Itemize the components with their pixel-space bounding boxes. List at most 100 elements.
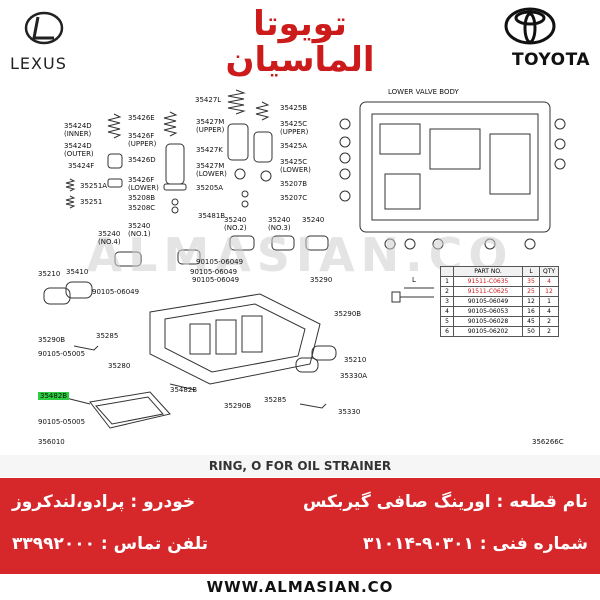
- table-cell: 1: [440, 276, 454, 287]
- callout: 90105-06049: [192, 276, 240, 284]
- table-cell: 3: [440, 296, 454, 307]
- table-cell: 12: [522, 296, 540, 307]
- callout: 35426E: [128, 114, 155, 122]
- parts-diagram: ALMASIAN.CO LOWER VALVE BODY 35427L 3542…: [0, 84, 600, 454]
- table-header-row: PART NO. L QTY: [440, 266, 559, 277]
- callout: 35330: [338, 408, 361, 416]
- callout: 35290B: [224, 402, 252, 410]
- callout: 35285: [264, 396, 287, 404]
- table-cell: 45: [522, 316, 540, 327]
- callout: 35210: [38, 270, 61, 278]
- callout: 90105-06049: [196, 258, 244, 266]
- callout: 35251A: [80, 182, 108, 190]
- callout: 35251: [80, 198, 103, 206]
- table-cell: 2: [539, 326, 559, 337]
- callout: 35427M (LOWER): [196, 162, 227, 178]
- callout: 35425B: [280, 104, 308, 112]
- lexus-wordmark: LEXUS: [10, 54, 67, 73]
- phone: تلفن تماس : ۳۳۹۹۲۰۰۰: [12, 534, 209, 554]
- callout: 35240 (NO.1): [128, 222, 151, 238]
- table-cell: 91511-C0625: [453, 286, 523, 297]
- callout: 35208C: [128, 204, 156, 212]
- table-cell: 4: [539, 306, 559, 317]
- part-name: نام قطعه : اورینگ صافی گیربکس: [303, 492, 588, 512]
- callout: 35290B: [38, 336, 66, 344]
- table-header: [440, 266, 454, 277]
- table-row: 1 91511-C0635 35 4: [440, 276, 559, 287]
- callout: 35424D (INNER): [64, 122, 92, 138]
- callout: 35426F (LOWER): [128, 176, 159, 192]
- callout: 90105-06049: [190, 268, 238, 276]
- table-cell: 4: [440, 306, 454, 317]
- callout: 35427L: [195, 96, 222, 104]
- parts-table: PART NO. L QTY 1 91511-C0635 35 4 2 9151…: [440, 266, 559, 337]
- toyota-logo-icon: [504, 7, 556, 45]
- part-number: شماره فنی : ۹۰۳۰۱-۳۱۰۱۴: [363, 534, 588, 554]
- bolt-icon: [391, 287, 434, 303]
- callout: 35207C: [280, 194, 308, 202]
- lexus-logo-icon: [24, 11, 64, 45]
- table-cell: 2: [440, 286, 454, 297]
- table-row: 2 91511-C0625 25 12: [440, 286, 559, 297]
- brand-line-1: تویوتا: [253, 4, 347, 44]
- spring-icon: [107, 89, 270, 139]
- callout: 35481B: [198, 212, 226, 220]
- callout: 35426D: [128, 156, 156, 164]
- callout: 35427M (UPPER): [196, 118, 225, 134]
- figure-id: 356010: [38, 438, 65, 446]
- callout: 90105-06049: [92, 288, 140, 296]
- table-row: 3 90105-06049 12 1: [440, 296, 559, 307]
- callout: 35240: [302, 216, 325, 224]
- callout: 35207B: [280, 180, 308, 188]
- callout: 35280: [108, 362, 131, 370]
- website-link[interactable]: WWW.ALMASIAN.CO: [206, 578, 394, 596]
- callout: 35240 (NO.3): [268, 216, 291, 232]
- watermark: ALMASIAN.CO: [86, 228, 514, 282]
- table-cell: 2: [539, 316, 559, 327]
- table-row: 6 90105-06202 50 2: [440, 326, 559, 337]
- oil-strainer-icon: [89, 391, 171, 429]
- table-header: L: [522, 266, 540, 277]
- callout: 35330A: [340, 372, 368, 380]
- table-cell: 35: [522, 276, 540, 287]
- callout: 35290B: [334, 310, 362, 318]
- brand-line-2: الماسیان: [225, 40, 375, 80]
- callout: 35427K: [196, 146, 223, 154]
- table-row: 4 90105-06053 16 4: [440, 306, 559, 317]
- part-caption: RING, O FOR OIL STRAINER: [208, 459, 392, 473]
- diagram-drawing: [43, 89, 566, 429]
- table-cell: 90105-06202: [453, 326, 523, 337]
- table-cell: 5: [440, 316, 454, 327]
- caption-band: RING, O FOR OIL STRAINER: [0, 455, 600, 477]
- toyota-wordmark: TOYOTA: [511, 50, 590, 70]
- table-cell: 1: [539, 296, 559, 307]
- dimension-label: L: [412, 276, 416, 284]
- brand-persian-logo: تویوتا الماسیان: [190, 6, 410, 78]
- lower-valve-body-title: LOWER VALVE BODY: [388, 88, 459, 96]
- callout: 35208B: [128, 194, 156, 202]
- table-row: 5 90105-06028 45 2: [440, 316, 559, 327]
- table-cell: 4: [539, 276, 559, 287]
- callout: 35410: [66, 268, 89, 276]
- callout: 35426F (UPPER): [128, 132, 157, 148]
- callout: 90105-05005: [38, 418, 86, 426]
- info-box: نام قطعه : اورینگ صافی گیربکس خودرو : پر…: [0, 478, 600, 574]
- callout: 35285: [96, 332, 119, 340]
- callout: 35205A: [196, 184, 224, 192]
- table-cell: 50: [522, 326, 540, 337]
- callout: 35425A: [280, 142, 308, 150]
- footer: WWW.ALMASIAN.CO: [0, 574, 600, 600]
- table-header: QTY: [539, 266, 559, 277]
- callout: 35425C (UPPER): [280, 120, 309, 136]
- lower-valve-body-icon: [339, 101, 566, 250]
- callout-highlighted: 35482B: [38, 392, 70, 400]
- callout: 35424F: [68, 162, 95, 170]
- header: LEXUS تویوتا الماسیان TOYOTA: [0, 0, 600, 82]
- callout: 35240 (NO.2): [224, 216, 247, 232]
- solenoid-icon: [114, 235, 329, 267]
- figure-id: 356266C: [532, 438, 564, 446]
- table-cell: 16: [522, 306, 540, 317]
- table-cell: 6: [440, 326, 454, 337]
- table-cell: 90105-06049: [453, 296, 523, 307]
- table-cell: 90105-06053: [453, 306, 523, 317]
